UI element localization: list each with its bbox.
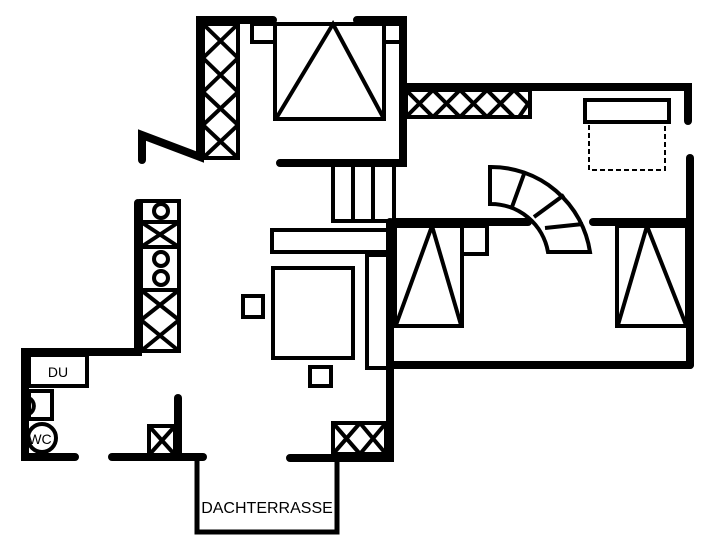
skylight-outline (588, 121, 666, 171)
roof-triangle-icon (616, 219, 688, 326)
bedroom-right (393, 98, 689, 328)
window-desk (583, 98, 671, 124)
terrace-label: DACHTERRASSE (201, 500, 333, 517)
wall-right-top (399, 83, 692, 125)
toilet-icon (26, 422, 58, 454)
wall-living-right (286, 361, 394, 462)
roof-triangle-icon (275, 19, 385, 119)
wall-right-bottom (386, 218, 694, 369)
stove-burner-icon (152, 202, 170, 220)
sink-icon (152, 250, 170, 268)
bedroom-top (250, 19, 403, 121)
dining-table (271, 266, 355, 360)
staircase (270, 166, 397, 370)
wall-top-right-block (276, 16, 407, 167)
shower-label: DU (48, 364, 68, 380)
sink-icon (152, 269, 170, 287)
shaft-small (147, 424, 177, 457)
sink (27, 389, 54, 421)
bed-right (615, 224, 689, 328)
chair (308, 365, 333, 388)
sink-basin-icon (27, 396, 36, 416)
bed-left (393, 224, 464, 328)
shaft-tall (201, 22, 240, 160)
spiral-staircase (488, 164, 593, 254)
walls (21, 16, 694, 462)
landing (270, 228, 390, 254)
toilet-label: WC (28, 431, 51, 447)
wall-top-left (138, 16, 277, 164)
chair (241, 294, 265, 319)
terrace-outline (194, 458, 340, 535)
railing (365, 253, 390, 370)
shower-tray (27, 353, 89, 388)
wall-bath (21, 199, 142, 461)
roof-triangle-icon (394, 219, 463, 326)
kitchen-unit (139, 199, 181, 353)
dining-area (241, 266, 355, 388)
bathroom: DU WC (26, 353, 89, 454)
shaft-bottom-right (331, 421, 388, 456)
hatched-elements (147, 22, 532, 457)
bed-top (273, 22, 386, 121)
roof-terrace: DACHTERRASSE (194, 458, 340, 535)
kitchen-counter (139, 199, 181, 353)
